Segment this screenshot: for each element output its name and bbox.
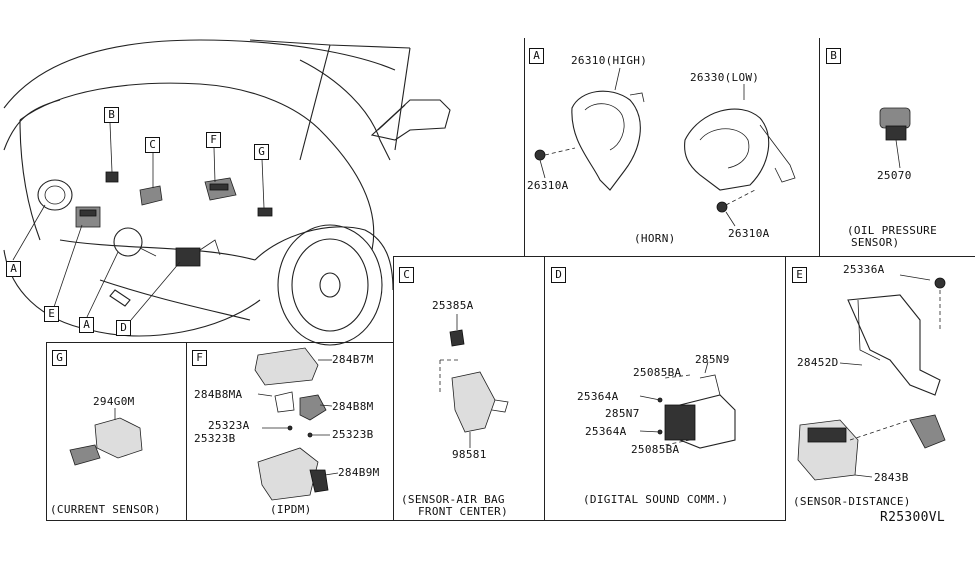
part-sound-bolt-top: 25364A [577, 390, 619, 403]
part-airbag-sensor: 98581 [452, 448, 487, 461]
divider-horizontal-top-right [524, 256, 975, 257]
divider-horizontal-g-f [46, 342, 394, 343]
part-distance-bolt: 25336A [843, 263, 885, 276]
callout-g: G [254, 144, 269, 160]
part-horn-high: 26310(HIGH) [571, 54, 648, 67]
part-horn-bolt-left: 26310A [527, 179, 569, 192]
divider-vertical-c-left [393, 256, 394, 521]
part-sound-285n7: 285N7 [605, 407, 640, 420]
ipdm-parts [254, 347, 339, 501]
panel-d-label: D [551, 267, 566, 283]
horn-bolts [534, 67, 756, 227]
side-mirror [370, 99, 451, 141]
callout-a-right: A [79, 317, 94, 333]
divider-vertical-g-left [46, 342, 47, 521]
part-sound-bracket-top: 25085BA [633, 366, 682, 379]
callout-c: C [145, 137, 160, 153]
main-ipdm [204, 177, 237, 201]
caption-horn: (HORN) [634, 232, 676, 245]
diagram-code: R25300VL [880, 510, 946, 525]
part-sound-bracket-bottom: 25085BA [631, 443, 680, 456]
divider-vertical-c-d [544, 256, 545, 521]
oil-pressure-sensor [879, 107, 911, 169]
part-ipdm-284b8ma: 284B8MA [194, 388, 243, 401]
part-current-sensor: 294G0M [93, 395, 135, 408]
caption-sensor-distance: (SENSOR-DISTANCE) [793, 495, 911, 508]
caption-ipdm: (IPDM) [270, 503, 312, 516]
horn-low [684, 84, 796, 191]
distance-sensor-parts [797, 274, 946, 481]
part-ipdm-284b7m: 284B7M [332, 353, 374, 366]
caption-digital-sound: (DIGITAL SOUND COMM.) [583, 493, 729, 506]
airbag-sensor-part [439, 314, 509, 448]
part-distance-sensor: 2843B [874, 471, 909, 484]
part-ipdm-284b9m: 284B9M [338, 466, 380, 479]
digital-sound-parts [639, 361, 736, 449]
part-airbag-nut: 25385A [432, 299, 474, 312]
callout-b: B [104, 107, 119, 123]
front-wheel [277, 224, 383, 346]
divider-horizontal-bottom [46, 520, 786, 521]
panel-g-label: G [52, 350, 67, 366]
divider-vertical-d-e [785, 256, 786, 521]
caption-oil-pressure-line1: (OIL PRESSURE [847, 224, 937, 237]
panel-e-label: E [792, 267, 807, 283]
caption-airbag-line1: (SENSOR-AIR BAG [401, 493, 505, 506]
part-horn-low: 26330(LOW) [690, 71, 760, 84]
main-distance-sensor [75, 206, 101, 228]
divider-horizontal-main-bottom [393, 256, 525, 257]
callout-a-left: A [6, 261, 21, 277]
part-oil-pressure-sensor: 25070 [877, 169, 912, 182]
car-outline [3, 39, 411, 337]
caption-airbag-line2: FRONT CENTER) [418, 505, 508, 518]
part-distance-bracket: 28452D [797, 356, 839, 369]
leader-lines-main [12, 122, 265, 321]
part-sound-285n9: 285N9 [695, 353, 730, 366]
divider-vertical-g-f [186, 342, 187, 521]
part-horn-bolt-right: 26310A [728, 227, 770, 240]
callout-d: D [116, 320, 131, 336]
main-horn-left [37, 179, 73, 211]
divider-vertical-a-b [819, 38, 820, 256]
divider-vertical-main [524, 38, 525, 256]
callout-f: F [206, 132, 221, 148]
panel-b-label: B [826, 48, 841, 64]
part-ipdm-25323b-left: 25323B [194, 432, 236, 445]
horn-high [571, 90, 645, 191]
main-current-sensor [257, 207, 273, 217]
part-ipdm-25323b-right: 25323B [332, 428, 374, 441]
panel-f-label: F [192, 350, 207, 366]
part-ipdm-25323a: 25323A [208, 419, 250, 432]
main-digital-sound [175, 239, 221, 267]
panel-a-label: A [529, 48, 544, 64]
caption-oil-pressure-line2: SENSOR) [851, 236, 900, 249]
panel-c-label: C [399, 267, 414, 283]
caption-current-sensor: (CURRENT SENSOR) [50, 503, 161, 516]
callout-e: E [44, 306, 59, 322]
main-oil-sensor [105, 171, 119, 183]
main-airbag-sensor [139, 185, 163, 206]
part-sound-bolt-bottom: 25364A [585, 425, 627, 438]
part-ipdm-284b8m: 284B8M [332, 400, 374, 413]
current-sensor-part [69, 408, 143, 466]
main-horn-right [113, 227, 157, 257]
